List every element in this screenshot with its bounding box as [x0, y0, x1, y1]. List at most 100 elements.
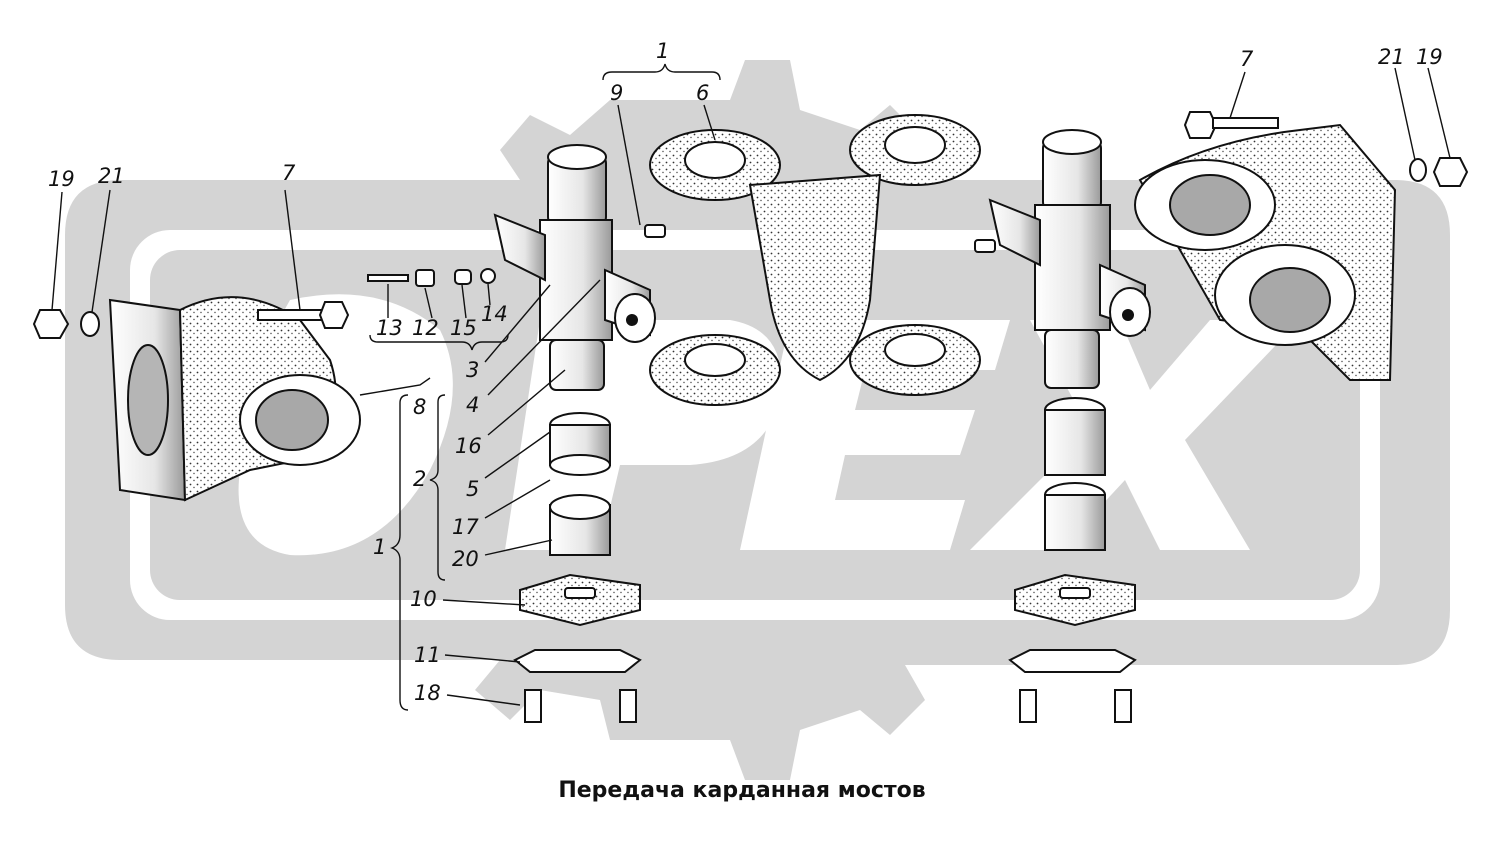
leader-lines — [51, 63, 1451, 711]
callout-labels: 1 9 6 7 21 19 19 21 7 13 12 15 14 3 4 8 … — [48, 39, 1443, 705]
left-washer — [80, 311, 100, 337]
leader-9 — [617, 104, 641, 226]
leader-3 — [484, 284, 551, 363]
right-cover-slot — [1059, 587, 1091, 599]
left-spider-cross — [493, 144, 656, 391]
right-bolt-b — [1114, 689, 1132, 723]
right-cover-assembly — [1008, 573, 1137, 723]
right-bearing-stack — [1044, 397, 1106, 551]
leader-20 — [484, 539, 553, 556]
leader-8 — [359, 377, 431, 396]
leader-14 — [487, 283, 491, 306]
callout-19-right: 19 — [1416, 45, 1443, 69]
left-bolt-18a — [524, 689, 542, 723]
right-bearing-housing — [1134, 123, 1397, 381]
leader-17 — [484, 479, 551, 519]
yoke-bottom-left-hole — [684, 343, 746, 377]
left-nut — [32, 309, 70, 339]
callout-1-top: 1 — [656, 39, 669, 63]
left-bolt-shank — [257, 309, 329, 321]
leader-7-left — [284, 189, 301, 311]
right-housing-upper-bore — [1169, 174, 1251, 236]
left-cover-slot — [564, 587, 596, 599]
left-housing-ear-bore — [255, 389, 329, 451]
callout-9: 9 — [610, 81, 623, 105]
left-housing-bore — [127, 344, 169, 456]
callout-7-right: 7 — [1240, 47, 1254, 71]
callout-10: 10 — [410, 587, 437, 611]
figure-caption: Передача карданная мостов — [558, 778, 925, 803]
left-bolt-head — [318, 301, 350, 329]
leader-12 — [424, 287, 433, 319]
callout-16: 16 — [455, 434, 482, 458]
yoke-body — [748, 173, 882, 382]
left-cover-plate-10 — [519, 573, 641, 627]
leader-10 — [442, 599, 526, 606]
right-needle-bearing — [1044, 494, 1106, 551]
callout-7-left: 7 — [282, 161, 296, 185]
callout-12: 12 — [412, 316, 439, 340]
callout-21-left: 21 — [98, 164, 125, 188]
leader-18 — [446, 694, 521, 706]
left-bolt-18b — [619, 689, 637, 723]
left-spider-right-hole — [626, 314, 638, 326]
left-needle-bearing-top — [549, 494, 611, 520]
callout-5: 5 — [466, 477, 479, 501]
part-15-spring — [454, 269, 472, 285]
leader-21-right — [1394, 67, 1416, 161]
part-12-fitting — [415, 269, 435, 287]
callout-4: 4 — [466, 393, 479, 417]
callout-2: 2 — [413, 467, 426, 491]
leader-6 — [703, 104, 716, 141]
right-washer — [1409, 158, 1427, 182]
callout-21-right: 21 — [1378, 45, 1405, 69]
callout-18: 18 — [414, 681, 441, 705]
leader-5 — [484, 431, 551, 479]
yoke-bottom-right-hole — [884, 333, 946, 367]
callout-19-left: 19 — [48, 167, 75, 191]
left-cover-assembly — [513, 573, 642, 723]
left-spider-bottom-trunnion — [549, 339, 605, 391]
bracket-1-side — [390, 394, 409, 711]
callout-20: 20 — [452, 547, 479, 571]
bracket-2 — [429, 394, 446, 581]
left-spider-left-arm — [493, 213, 546, 282]
callout-11: 11 — [414, 643, 441, 667]
callout-17: 17 — [452, 515, 479, 539]
part-14-ball — [480, 268, 496, 284]
left-fasteners — [32, 301, 350, 339]
right-bolt-head — [1183, 111, 1218, 139]
part-13-pin — [367, 274, 409, 282]
right-spider-bottom-trunnion — [1044, 329, 1100, 389]
right-spider-top-cap — [1042, 129, 1102, 155]
right-housing-lower-bore — [1249, 267, 1331, 333]
right-seal-body — [1044, 409, 1106, 476]
callout-13: 13 — [376, 316, 403, 340]
leader-21-left — [91, 189, 111, 313]
callout-15: 15 — [450, 316, 477, 340]
bracket-grease-parts — [369, 334, 509, 351]
callout-3: 3 — [466, 358, 479, 382]
leader-19-right — [1427, 67, 1451, 159]
right-lock-plate — [1008, 649, 1137, 673]
watermark-letter-e — [740, 320, 1010, 550]
right-nut — [1432, 157, 1469, 187]
left-bearing-stack — [549, 412, 611, 556]
left-lock-plate-11 — [513, 649, 642, 673]
callout-14: 14 — [481, 302, 508, 326]
leader-15 — [461, 284, 467, 319]
leader-19-left — [51, 191, 63, 311]
callout-1-side: 1 — [373, 535, 386, 559]
right-bolt-a — [1019, 689, 1037, 723]
left-bearing-ring-17 — [549, 454, 611, 476]
leader-4 — [487, 279, 601, 396]
callout-6: 6 — [696, 81, 709, 105]
right-fasteners — [1183, 111, 1469, 187]
right-spider-left-arm — [988, 198, 1041, 267]
right-spider-body — [1034, 204, 1111, 331]
right-spider-cross — [974, 129, 1151, 389]
leader-11 — [444, 654, 521, 663]
yoke-top-left-hole — [684, 141, 746, 179]
